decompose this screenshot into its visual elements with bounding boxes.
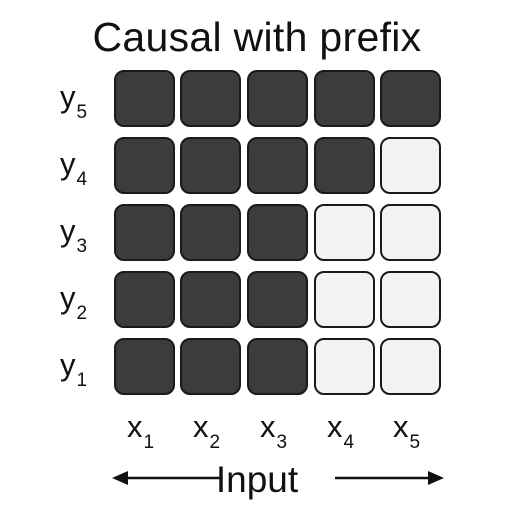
row-label-y2-subscript: 2 <box>76 303 88 324</box>
row-label-y2-base: y <box>60 280 76 315</box>
mask-cell-y2-x2-filled <box>180 271 241 328</box>
mask-cell-y1-x2-filled <box>180 338 241 395</box>
row-label-y5-base: y <box>60 79 76 114</box>
column-label-x3-base: x <box>259 409 276 444</box>
row-label-y5-subscript: 5 <box>76 102 88 123</box>
column-label-x1-base: x <box>126 409 143 444</box>
row-label-y3-subscript: 3 <box>76 236 88 257</box>
arrow-right-head <box>428 471 444 485</box>
arrow-left-head <box>112 471 128 485</box>
input-axis-label: Input <box>215 459 299 500</box>
mask-cell-y2-x3-filled <box>247 271 308 328</box>
row-label-y1: y1 <box>60 348 87 398</box>
column-label-x1-subscript: 1 <box>143 432 155 453</box>
mask-cell-y4-x3-filled <box>247 137 308 194</box>
mask-cell-y3-x5-empty <box>380 204 441 261</box>
mask-cell-y5-x5-filled <box>380 70 441 127</box>
mask-cell-y2-x1-filled <box>114 271 175 328</box>
column-label-x3-subscript: 3 <box>276 432 288 453</box>
mask-cell-y3-x3-filled <box>247 204 308 261</box>
column-label-x2-base: x <box>192 409 209 444</box>
mask-cell-y1-x1-filled <box>114 338 175 395</box>
mask-cell-y5-x2-filled <box>180 70 241 127</box>
row-label-y1-base: y <box>60 347 76 382</box>
mask-cell-y5-x4-filled <box>314 70 375 127</box>
column-label-x2: x2 <box>177 410 237 460</box>
mask-cell-y3-x4-empty <box>314 204 375 261</box>
column-label-x3: x3 <box>244 410 304 460</box>
mask-cell-y1-x3-filled <box>247 338 308 395</box>
mask-cell-y2-x5-empty <box>380 271 441 328</box>
column-label-x5-base: x <box>392 409 409 444</box>
column-label-x2-subscript: 2 <box>209 432 221 453</box>
row-label-y5: y5 <box>60 80 87 130</box>
mask-cell-y1-x4-empty <box>314 338 375 395</box>
row-label-y4-base: y <box>60 146 76 181</box>
mask-cell-y4-x2-filled <box>180 137 241 194</box>
row-label-y2: y2 <box>60 281 87 331</box>
column-label-x4-subscript: 4 <box>343 432 355 453</box>
mask-cell-y4-x5-empty <box>380 137 441 194</box>
mask-cell-y4-x4-filled <box>314 137 375 194</box>
mask-cell-y3-x1-filled <box>114 204 175 261</box>
mask-cell-y5-x1-filled <box>114 70 175 127</box>
row-label-y4: y4 <box>60 147 87 197</box>
mask-cell-y3-x2-filled <box>180 204 241 261</box>
mask-cell-y5-x3-filled <box>247 70 308 127</box>
column-label-x1: x1 <box>111 410 171 460</box>
diagram-title: Causal with prefix <box>92 14 422 60</box>
mask-cell-y2-x4-empty <box>314 271 375 328</box>
row-label-y3-base: y <box>60 213 76 248</box>
mask-cell-y1-x5-empty <box>380 338 441 395</box>
column-label-x4-base: x <box>326 409 343 444</box>
row-label-y1-subscript: 1 <box>76 370 88 391</box>
column-label-x5-subscript: 5 <box>409 432 421 453</box>
row-label-y3: y3 <box>60 214 87 264</box>
row-label-y4-subscript: 4 <box>76 169 88 190</box>
mask-cell-y4-x1-filled <box>114 137 175 194</box>
column-label-x5: x5 <box>377 410 437 460</box>
column-label-x4: x4 <box>311 410 371 460</box>
input-axis-arrow <box>112 471 444 485</box>
